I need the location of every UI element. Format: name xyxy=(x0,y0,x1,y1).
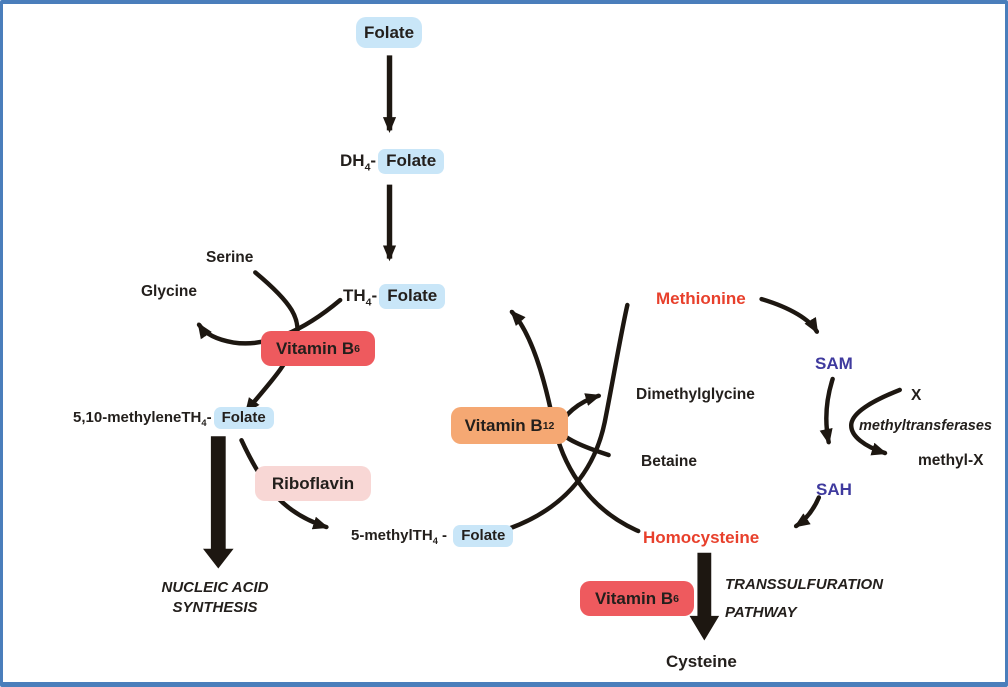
node-sam: SAM xyxy=(815,354,853,373)
node-methyl-x: methyl-X xyxy=(918,452,984,469)
node-methionine: Methionine xyxy=(656,289,746,308)
node-x-substrate: X xyxy=(911,387,922,404)
node-th4-folate: TH4-Folate xyxy=(343,284,446,309)
arrow-sam-to-sah xyxy=(819,376,835,445)
node-betaine: Betaine xyxy=(641,453,697,470)
arrow-methionine-to-sam xyxy=(759,296,820,334)
node-dh4-folate: DH4-Folate xyxy=(340,149,445,174)
node-glycine: Glycine xyxy=(141,283,197,300)
node-methyl-th4-folate: 5-methylTH4 - Folate xyxy=(351,525,514,547)
label-nucleic-acid-synthesis: NUCLEIC ACID SYNTHESIS xyxy=(161,579,269,616)
node-homocysteine: Homocysteine xyxy=(643,528,760,547)
label-methyltransferases: methyltransferases xyxy=(859,418,992,434)
node-cysteine: Cysteine xyxy=(666,652,737,671)
node-sah: SAH xyxy=(816,480,852,499)
node-riboflavin: Riboflavin xyxy=(255,466,371,501)
arrow-sah-to-homocysteine xyxy=(793,495,822,529)
node-folate: Folate xyxy=(356,17,422,48)
arrow-methylenethf-to-nucleic-acid-synthesis xyxy=(202,436,234,569)
node-methylene-th4-folate: 5,10-methyleneTH4-Folate xyxy=(73,407,274,429)
node-dimethylglycine: Dimethylglycine xyxy=(636,386,755,403)
node-serine: Serine xyxy=(206,249,254,266)
label-transsulfuration-pathway: TRANSSULFURATION PATHWAY xyxy=(725,576,884,621)
